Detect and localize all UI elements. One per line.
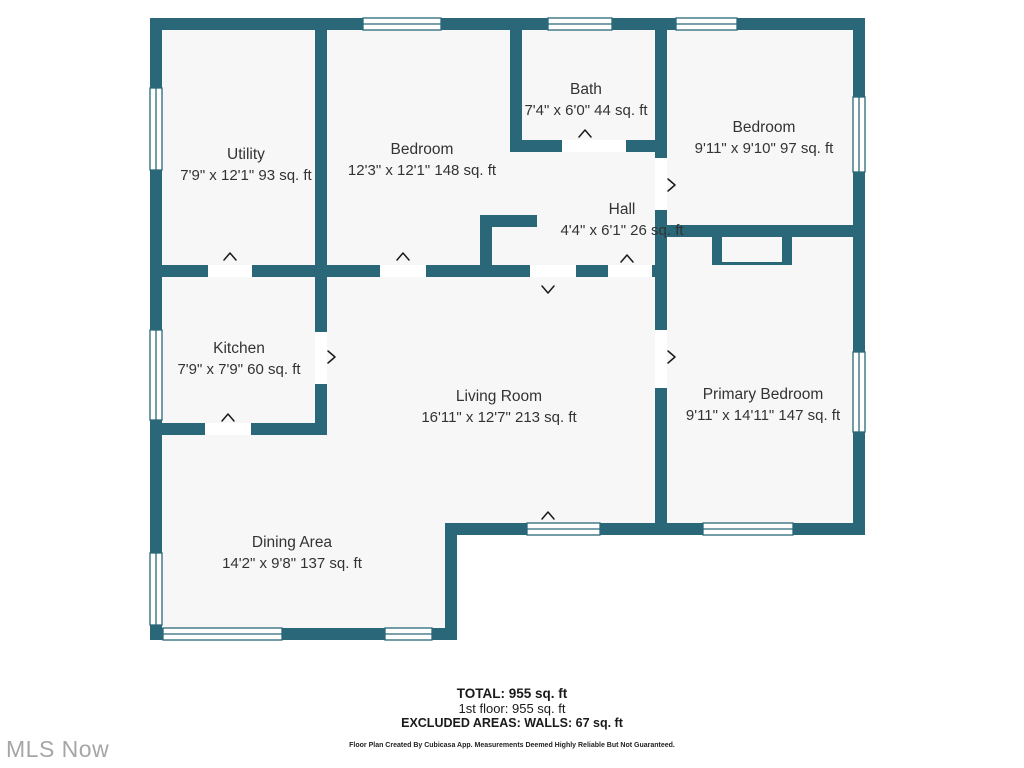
room-label-primary-bedroom: Primary Bedroom 9'11" x 14'11" 147 sq. f… [686, 384, 840, 426]
excluded-areas-text: EXCLUDED AREAS: WALLS: 67 sq. ft [401, 716, 623, 730]
room-dims: 16'11" x 12'7" 213 sq. ft [421, 409, 577, 426]
door-opening [655, 330, 667, 388]
wall [480, 215, 492, 277]
room-dims: 12'3" x 12'1" 148 sq. ft [347, 162, 497, 179]
door-swing-icon [327, 350, 336, 364]
room-label-bath: Bath 7'4" x 6'0" 44 sq. ft [524, 79, 647, 121]
door-opening [655, 158, 667, 210]
room-label-bedroom-right: Bedroom 9'11" x 9'10" 97 sq. ft [695, 117, 834, 159]
disclaimer-text: Floor Plan Created By Cubicasa App. Meas… [349, 742, 675, 749]
first-floor-area-text: 1st floor: 955 sq. ft [458, 701, 566, 716]
room-label-hall: Hall 4'4" x 6'1" 26 sq. ft [560, 199, 683, 241]
door-swing-icon [396, 252, 410, 261]
room-dims: 7'9" x 7'9" 60 sq. ft [177, 361, 301, 378]
door-openings [205, 140, 667, 435]
floor-area [156, 24, 859, 634]
door-opening [205, 423, 251, 435]
wall [480, 215, 537, 227]
wall [667, 225, 865, 237]
wall [150, 18, 865, 30]
room-name: Kitchen [213, 340, 265, 357]
door-swing-icon [541, 511, 555, 520]
room-dims: 7'4" x 6'0" 44 sq. ft [524, 102, 648, 119]
room-dims: 9'11" x 9'10" 97 sq. ft [694, 140, 834, 157]
mls-now-watermark: MLS Now [6, 736, 110, 762]
door-swing-icon [578, 129, 592, 138]
room-label-kitchen: Kitchen 7'9" x 7'9" 60 sq. ft [177, 338, 300, 380]
door-opening [562, 140, 626, 152]
door-swing-icons [221, 129, 676, 520]
room-name: Living Room [455, 388, 543, 405]
closet-wall [712, 237, 722, 265]
door-swing-icon [620, 254, 634, 263]
room-label-bedroom-top: Bedroom 12'3" x 12'1" 148 sq. ft [348, 139, 496, 181]
door-opening [530, 265, 576, 277]
room-dims: 14'2" x 9'8" 137 sq. ft [222, 555, 362, 572]
room-dims: 9'11" x 14'11" 147 sq. ft [685, 407, 841, 424]
room-name: Bath [570, 81, 602, 98]
wall [655, 18, 667, 535]
room-name: Bedroom [390, 141, 454, 158]
room-label-utility: Utility 7'9" x 12'1" 93 sq. ft [180, 144, 311, 186]
wall [510, 18, 522, 152]
closet-wall [782, 237, 792, 265]
door-swing-icon [667, 350, 676, 364]
door-opening [315, 332, 327, 384]
room-label-dining-area: Dining Area 14'2" x 9'8" 137 sq. ft [222, 532, 362, 574]
door-swing-icon [541, 285, 555, 294]
room-name: Utility [227, 146, 265, 163]
door-opening [608, 265, 652, 277]
door-swing-icon [221, 413, 235, 422]
room-name: Hall [608, 201, 636, 218]
closet-bifold-door [712, 262, 792, 265]
wall [315, 18, 327, 277]
room-name: Bedroom [732, 119, 796, 136]
total-area-text: TOTAL: 955 sq. ft [456, 686, 568, 701]
wall [150, 18, 162, 640]
door-swing-icon [223, 252, 237, 261]
room-dims: 4'4" x 6'1" 26 sq. ft [560, 222, 684, 239]
wall [853, 18, 865, 535]
door-opening [380, 265, 426, 277]
room-name: Primary Bedroom [702, 386, 824, 403]
windows [149, 17, 866, 641]
room-dims: 7'9" x 12'1" 93 sq. ft [180, 167, 312, 184]
room-label-living-room: Living Room 16'11" x 12'7" 213 sq. ft [421, 386, 576, 428]
room-name: Dining Area [251, 534, 333, 551]
plan-summary: TOTAL: 955 sq. ft 1st floor: 955 sq. ft … [0, 686, 1024, 749]
wall [445, 523, 457, 640]
door-swing-icon [667, 178, 676, 192]
door-opening [208, 265, 252, 277]
